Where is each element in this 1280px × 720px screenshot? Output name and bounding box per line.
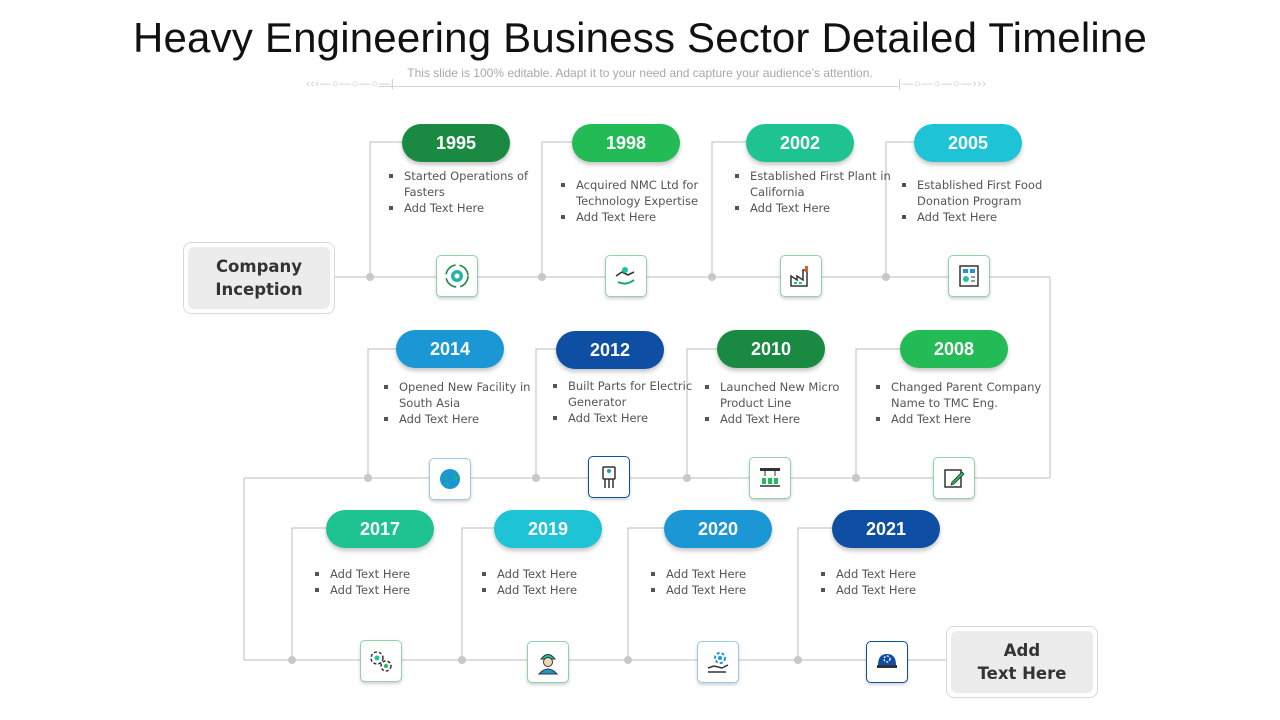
list-item: Add Text Here — [381, 411, 541, 427]
year-pill-2019: 2019 — [494, 510, 602, 548]
milestone-list-2019: Add Text Here Add Text Here — [479, 566, 639, 598]
timeline-dot — [364, 474, 372, 482]
gear-cycle-icon — [436, 255, 478, 297]
timeline-dot — [624, 656, 632, 664]
milestone-list-2020: Add Text Here Add Text Here — [648, 566, 808, 598]
year-pill-1995: 1995 — [402, 124, 510, 162]
list-item: Started Operations of Fasters — [386, 168, 546, 200]
list-item: Add Text Here — [558, 209, 718, 225]
list-item: Built Parts for Electric Generator — [550, 378, 710, 410]
start-box-line2: Inception — [215, 280, 303, 299]
conveyor-icon — [749, 457, 791, 499]
list-item: Add Text Here — [479, 582, 639, 598]
milestone-list-1998: Acquired NMC Ltd for Technology Expertis… — [558, 177, 718, 225]
list-item: Add Text Here — [648, 582, 808, 598]
list-item: Add Text Here — [732, 200, 892, 216]
milestone-list-2008: Changed Parent Company Name to TMC Eng. … — [873, 379, 1043, 427]
hand-gear-icon — [697, 641, 739, 683]
milestone-list-2014: Opened New Facility in South Asia Add Te… — [381, 379, 541, 427]
end-box-line2: Text Here — [977, 664, 1067, 683]
timeline-dot — [538, 273, 546, 281]
engineer-icon — [527, 641, 569, 683]
start-box-line1: Company — [215, 257, 303, 276]
factory-icon — [780, 255, 822, 297]
timeline-dot — [683, 474, 691, 482]
year-pill-2008: 2008 — [900, 330, 1008, 368]
list-item: Add Text Here — [873, 411, 1043, 427]
ornament-left-icon: ‹‹‹—○—○—○—| — [306, 78, 395, 90]
list-item: Add Text Here — [648, 566, 808, 582]
list-item: Add Text Here — [312, 582, 472, 598]
milestone-list-2005: Established First Food Donation Program … — [899, 177, 1059, 225]
control-panel-icon — [948, 255, 990, 297]
timeline-dot — [852, 474, 860, 482]
year-pill-2012: 2012 — [556, 331, 664, 369]
list-item: Acquired NMC Ltd for Technology Expertis… — [558, 177, 718, 209]
milestone-list-2010: Launched New Micro Product Line Add Text… — [702, 379, 862, 427]
handshake-icon — [605, 255, 647, 297]
gears-icon — [360, 640, 402, 682]
milestone-list-2002: Established First Plant in California Ad… — [732, 168, 892, 216]
year-pill-2005: 2005 — [914, 124, 1022, 162]
list-item: Opened New Facility in South Asia — [381, 379, 541, 411]
milestone-list-2017: Add Text Here Add Text Here — [312, 566, 472, 598]
milestone-list-2021: Add Text Here Add Text Here — [818, 566, 978, 598]
timeline-dot — [794, 656, 802, 664]
list-item: Changed Parent Company Name to TMC Eng. — [873, 379, 1043, 411]
helmet-icon — [866, 641, 908, 683]
year-pill-2014: 2014 — [396, 330, 504, 368]
timeline-dot — [288, 656, 296, 664]
timeline-dot — [532, 474, 540, 482]
list-item: Add Text Here — [312, 566, 472, 582]
list-item: Established First Plant in California — [732, 168, 892, 200]
list-item: Established First Food Donation Program — [899, 177, 1059, 209]
page-subtitle: This slide is 100% editable. Adapt it to… — [407, 66, 873, 80]
end-box-line1: Add — [1003, 641, 1041, 660]
list-item: Add Text Here — [818, 566, 978, 582]
page-title: Heavy Engineering Business Sector Detail… — [132, 14, 1148, 61]
decorative-divider — [378, 86, 898, 87]
year-pill-2010: 2010 — [717, 330, 825, 368]
timeline-dot — [708, 273, 716, 281]
globe-icon — [429, 458, 471, 500]
transistor-icon — [588, 456, 630, 498]
ornament-right-icon: |—○—○—○—››› — [898, 78, 987, 90]
timeline-dot — [458, 656, 466, 664]
list-item: Launched New Micro Product Line — [702, 379, 862, 411]
year-pill-2020: 2020 — [664, 510, 772, 548]
edit-icon — [933, 457, 975, 499]
list-item: Add Text Here — [386, 200, 546, 216]
list-item: Add Text Here — [818, 582, 978, 598]
list-item: Add Text Here — [899, 209, 1059, 225]
timeline-dot — [882, 273, 890, 281]
milestone-list-1995: Started Operations of Fasters Add Text H… — [386, 168, 546, 216]
list-item: Add Text Here — [550, 410, 710, 426]
timeline-dot — [366, 273, 374, 281]
year-pill-1998: 1998 — [572, 124, 680, 162]
year-pill-2021: 2021 — [832, 510, 940, 548]
list-item: Add Text Here — [479, 566, 639, 582]
year-pill-2002: 2002 — [746, 124, 854, 162]
milestone-list-2012: Built Parts for Electric Generator Add T… — [550, 378, 710, 426]
list-item: Add Text Here — [702, 411, 862, 427]
year-pill-2017: 2017 — [326, 510, 434, 548]
